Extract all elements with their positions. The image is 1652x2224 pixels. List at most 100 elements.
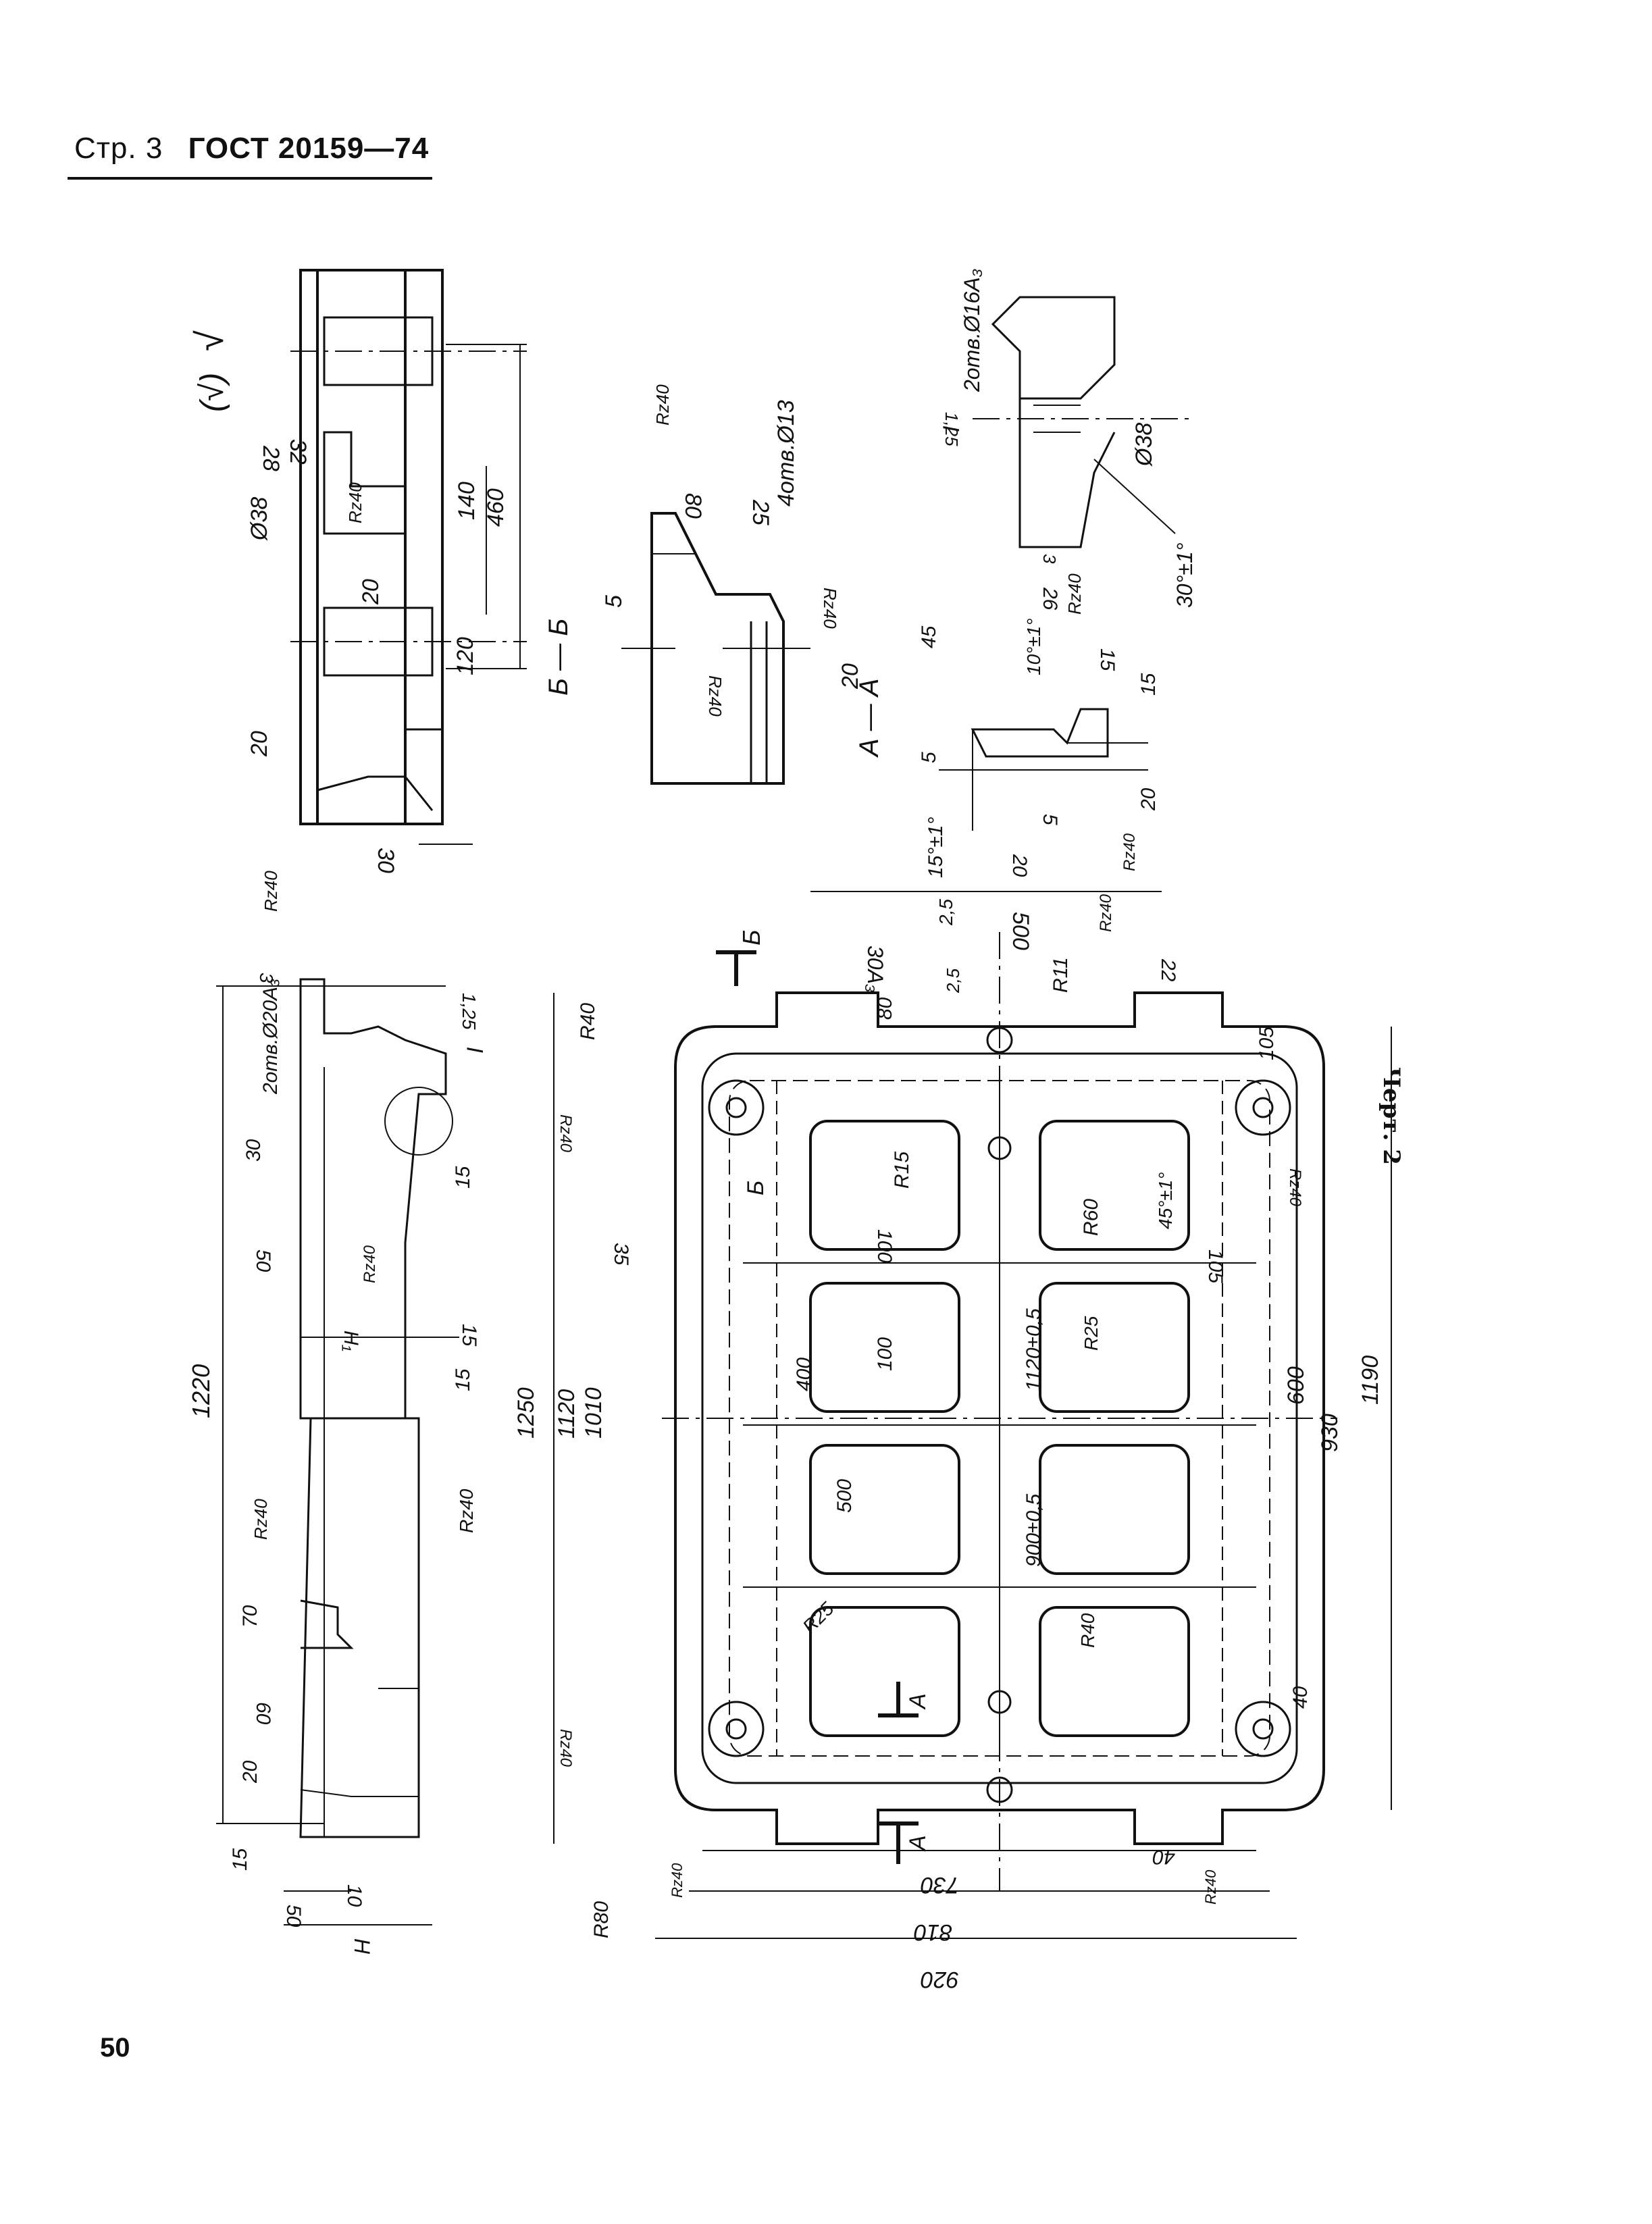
top-side-view: 32 28 Ø38 140 460 20 120 20 30 Rz40 xyxy=(247,269,527,873)
plan-500b: 500 xyxy=(833,1479,856,1513)
plan-rz1: Rz40 xyxy=(1120,833,1139,871)
plan-45deg: 45°±1° xyxy=(1155,1172,1176,1229)
roughness-general: √ (√) xyxy=(188,330,231,412)
plan-100b: 100 xyxy=(874,1337,896,1371)
aa-15a: 15 xyxy=(1096,648,1118,671)
detail-125: 1,25 xyxy=(941,412,962,446)
plan-920: 920 xyxy=(921,1967,959,1992)
plan-r11: R11 xyxy=(1050,957,1072,993)
aa-15deg: 15°±1° xyxy=(925,817,947,878)
bb-rz1: Rz40 xyxy=(652,384,673,425)
detail-3: 3 xyxy=(1039,554,1060,564)
side-h1: H₁ xyxy=(340,1330,362,1351)
plan-730: 730 xyxy=(921,1872,959,1898)
detail-d38: Ø38 xyxy=(1131,423,1157,467)
section-bb-label: Б — Б xyxy=(544,619,573,696)
dim-top-d38: Ø38 xyxy=(247,497,272,541)
standard-number: ГОСТ 20159—74 xyxy=(188,132,430,165)
cut-a-bottom: А xyxy=(905,1835,931,1852)
aa-45: 45 xyxy=(918,625,940,648)
plan-r15: R15 xyxy=(891,1152,913,1189)
plan-rz3: Rz40 xyxy=(557,1114,575,1153)
plan-rz5: Rz40 xyxy=(557,1729,575,1767)
side-h: H xyxy=(350,1938,374,1955)
side-rz4: Rz40 xyxy=(456,1489,477,1533)
plan-900tol: 900±0,5 xyxy=(1023,1493,1045,1567)
plan-r60: R60 xyxy=(1080,1199,1102,1236)
plan-rz4: Rz40 xyxy=(1286,1168,1304,1207)
plan-1120tol: 1120±0,5 xyxy=(1023,1308,1045,1391)
aa-5a: 5 xyxy=(918,752,940,763)
aa-5b: 5 xyxy=(1039,814,1061,825)
page-label: Стр. 3 xyxy=(74,132,163,165)
side-15c: 15 xyxy=(452,1368,474,1391)
dim-top-28: 28 xyxy=(258,445,284,471)
bb-5: 5 xyxy=(601,595,627,608)
side-detail-i: I xyxy=(463,1047,488,1054)
section-bb: Б — Б Rz40 80 25 4отв.Ø13 5 Rz40 Rz40 20 xyxy=(544,384,863,785)
side-20: 20 xyxy=(239,1760,261,1784)
plan-r25a: R25 xyxy=(1081,1316,1102,1351)
bb-20: 20 xyxy=(837,663,863,690)
plan-80: 80 xyxy=(874,997,896,1020)
plan-105a: 105 xyxy=(1256,1027,1278,1060)
dim-top-30: 30 xyxy=(373,848,398,873)
rz-top: Rz40 xyxy=(345,482,365,523)
side-15d: 15 xyxy=(229,1848,251,1871)
detail-i-label: I xyxy=(939,425,964,432)
plan-r40a: R40 xyxy=(577,1003,599,1040)
side-125: 1,25 xyxy=(459,993,480,1030)
bb-rz3: Rz40 xyxy=(820,588,840,629)
plan-40a: 40 xyxy=(1289,1686,1312,1709)
section-aa-label: А — А xyxy=(854,678,884,758)
plan-100a: 100 xyxy=(873,1229,896,1263)
cut-a-mid: А xyxy=(905,1693,931,1710)
plan-rz7: Rz40 xyxy=(669,1863,686,1898)
aa-15b: 15 xyxy=(1137,673,1160,696)
side-rz3: Rz40 xyxy=(251,1499,271,1540)
side-rz1: Rz40 xyxy=(261,871,281,912)
dim-top-32: 32 xyxy=(285,439,311,465)
side-rz2: Rz40 xyxy=(361,1245,379,1283)
plan-1190: 1190 xyxy=(1358,1355,1383,1405)
aa-20a: 20 xyxy=(1008,854,1031,877)
page-header: Стр. 3 ГОСТ 20159—74 xyxy=(74,132,429,165)
plan-1010: 1010 xyxy=(581,1387,606,1439)
plan-600: 600 xyxy=(1283,1366,1309,1405)
side-holes: 2отв.Ø20А₃ xyxy=(259,979,282,1095)
detail-i: I 2отв.Ø16А₃ 1,25 Ø38 26 Rz40 30°±1° 3 xyxy=(939,269,1197,615)
cut-b-top: Б xyxy=(738,930,765,946)
dim-top-140: 140 xyxy=(454,482,480,520)
left-side-view: 1220 Rz40 3 1,25 2отв.Ø20А₃ I 30 15 50 R… xyxy=(187,871,488,1955)
plan-810: 810 xyxy=(914,1919,952,1945)
plan-r40b: R40 xyxy=(1077,1613,1098,1648)
side-60: 60 xyxy=(252,1702,274,1725)
plan-view: Б Б А А 500 Rz40 2,5 Rz40 30А₃ 2,5 R11 2… xyxy=(513,833,1392,1992)
bb-holes: 4отв.Ø13 xyxy=(773,400,799,507)
plan-1250: 1250 xyxy=(513,1387,539,1439)
detail-rz: Rz40 xyxy=(1064,573,1085,615)
plan-400: 400 xyxy=(793,1357,815,1391)
cut-b-mid: Б xyxy=(743,1181,769,1195)
page-number: 50 xyxy=(100,2033,130,2063)
plan-30a3: 30А₃ xyxy=(863,946,887,993)
side-1220: 1220 xyxy=(187,1364,215,1418)
side-30: 30 xyxy=(242,1139,265,1162)
plan-40b: 40 xyxy=(1152,1846,1175,1868)
plan-105b: 105 xyxy=(1204,1249,1227,1283)
dim-top-20b: 20 xyxy=(247,731,272,757)
plan-1120: 1120 xyxy=(554,1389,579,1439)
detail-26: 26 xyxy=(1039,587,1061,611)
bb-rz2: Rz40 xyxy=(705,675,725,717)
dim-top-460: 460 xyxy=(483,488,509,527)
dim-top-120: 120 xyxy=(453,637,478,675)
section-aa: А — А 45 10°±1° 15 15 5 15°±1° 20 5 20 xyxy=(854,619,1160,878)
bb-80: 80 xyxy=(680,493,706,519)
plan-25a: 2,5 xyxy=(935,899,956,926)
side-50a: 50 xyxy=(252,1249,274,1272)
plan-930: 930 xyxy=(1317,1414,1343,1452)
plan-rz6: Rz40 xyxy=(1202,1869,1219,1905)
plan-rz2: Rz40 xyxy=(1097,894,1115,932)
dim-top-20a: 20 xyxy=(358,579,384,605)
